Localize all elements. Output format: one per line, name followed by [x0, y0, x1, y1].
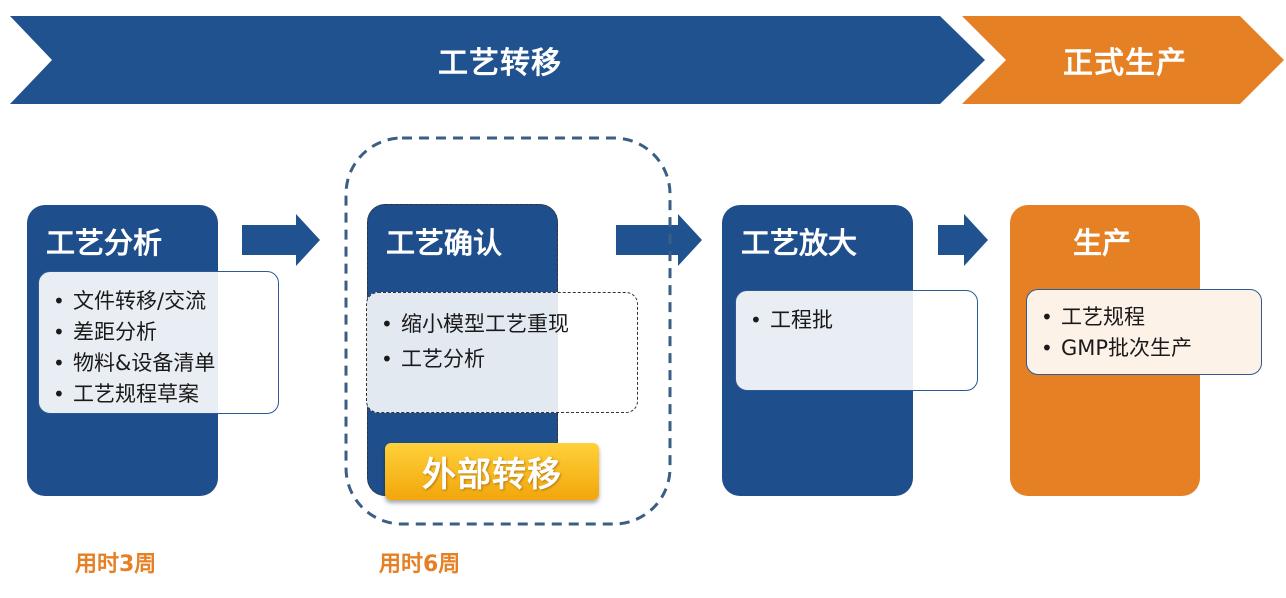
stage-items-card: 缩小模型工艺重现 工艺分析: [366, 292, 638, 413]
stage-title: 生产: [1073, 226, 1132, 260]
list-item: 缩小模型工艺重现: [379, 307, 625, 342]
external-transfer-badge: 外部转移: [385, 443, 599, 500]
production-banner-label: 正式生产: [1063, 46, 1187, 81]
list-item: 工艺规程草案: [51, 379, 266, 410]
external-transfer-group-outline: [344, 136, 672, 526]
production-banner-shape: [962, 16, 1284, 104]
stage-title: 工艺放大: [741, 226, 858, 260]
stage-items-card: 工程批: [735, 290, 978, 391]
list-item: GMP批次生产: [1039, 333, 1249, 364]
list-item: 文件转移/交流: [51, 286, 266, 317]
list-item: 工艺规程: [1039, 302, 1249, 333]
stage-title: 工艺分析: [46, 226, 163, 260]
list-item: 工艺分析: [379, 342, 625, 377]
list-item: 物料&设备清单: [51, 348, 266, 379]
list-item: 差距分析: [51, 317, 266, 348]
right-arrow-icon: [938, 214, 988, 266]
duration-label: 用时6周: [379, 552, 461, 577]
list-item: 工程批: [748, 305, 965, 336]
stage-items-card: 文件转移/交流 差距分析 物料&设备清单 工艺规程草案: [38, 271, 279, 414]
stage-items-card: 工艺规程 GMP批次生产: [1026, 289, 1262, 375]
duration-label: 用时3周: [75, 552, 157, 577]
transfer-banner-label: 工艺转移: [438, 46, 562, 81]
right-arrow-icon: [242, 214, 320, 266]
stage-title: 工艺确认: [386, 226, 503, 260]
right-arrow-icon: [616, 214, 702, 266]
transfer-banner-shape: [10, 16, 985, 104]
